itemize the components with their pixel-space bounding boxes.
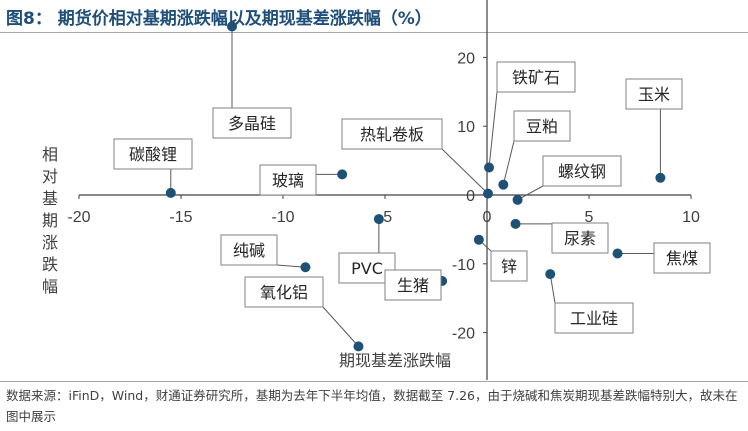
data-point — [373, 214, 384, 225]
x-tick-label: -20 — [67, 209, 90, 226]
data-label: 铁矿石 — [512, 68, 560, 87]
data-point — [473, 234, 484, 245]
data-point — [655, 172, 666, 183]
data-label-box — [625, 78, 683, 110]
data-label-box — [490, 250, 528, 282]
source-footnote: 数据来源：iFinD，Wind，财通证券研究所，基期为去年下半年均值，数据截至 … — [6, 388, 738, 424]
data-label: 碳酸锂 — [129, 145, 177, 164]
data-point — [545, 269, 556, 280]
y-tick-label: -20 — [452, 326, 475, 343]
y-tick-label: 0 — [466, 188, 475, 205]
data-label-box — [259, 164, 317, 196]
x-tick-label: -15 — [169, 209, 192, 226]
data-point — [337, 169, 348, 180]
data-label-box — [513, 110, 571, 142]
x-tick-label: -10 — [271, 209, 294, 226]
data-point — [483, 188, 494, 199]
data-label: 工业硅 — [570, 309, 618, 328]
data-point — [165, 187, 176, 198]
data-label: 氧化铝 — [260, 283, 308, 302]
data-label-box — [220, 234, 278, 266]
data-label-box — [113, 138, 193, 170]
data-label: PVC — [351, 259, 383, 278]
data-label: 玉米 — [638, 85, 670, 104]
leader-line — [441, 148, 489, 194]
data-label: 热轧卷板 — [360, 125, 424, 144]
data-point — [512, 194, 523, 205]
data-label-box — [653, 242, 711, 274]
data-label: 焦煤 — [666, 249, 698, 268]
x-axis-title: 期现基差涨跌幅 — [339, 351, 451, 370]
y-tick-label: -10 — [452, 257, 475, 274]
data-point — [353, 341, 364, 352]
data-point — [510, 218, 521, 229]
x-tick-label: 5 — [585, 209, 594, 226]
data-label-box — [244, 276, 324, 308]
axes: -20-15-10-50510-30-20-100102030期现基差涨跌幅相对… — [42, 0, 700, 380]
figure-title: 图8： 期货价相对基期涨跌幅以及期现基差涨跌幅（%） — [6, 9, 432, 29]
data-label: 纯碱 — [233, 241, 265, 260]
data-label: 多晶硅 — [228, 114, 276, 133]
x-tick-label: 10 — [682, 209, 700, 226]
data-label-box — [542, 155, 622, 187]
scatter-chart: -20-15-10-50510-30-20-100102030期现基差涨跌幅相对… — [42, 0, 711, 380]
data-label-box — [554, 302, 634, 334]
data-label-box — [341, 118, 443, 150]
y-tick-label: 10 — [457, 119, 475, 136]
footer-divider — [0, 381, 748, 382]
data-label: 锌 — [501, 257, 517, 276]
data-point — [612, 248, 623, 259]
data-label-box — [551, 222, 609, 254]
leader-line — [502, 140, 515, 185]
data-point — [300, 262, 311, 273]
leader-line — [322, 306, 359, 347]
data-point — [227, 21, 237, 32]
data-point — [484, 162, 495, 173]
x-tick-label: 0 — [483, 209, 492, 226]
data-label-box — [212, 107, 292, 139]
y-tick-label: 20 — [457, 50, 475, 67]
label-leaders — [170, 26, 661, 347]
data-point — [498, 179, 509, 190]
data-label: 玻璃 — [272, 171, 304, 190]
title-divider — [0, 32, 748, 33]
data-label: 生猪 — [397, 276, 429, 295]
leader-line — [488, 91, 498, 168]
y-axis-title: 相对基期涨跌幅 — [42, 145, 58, 296]
data-label: 螺纹钢 — [558, 162, 606, 181]
data-label: 尿素 — [564, 229, 596, 248]
data-label: 豆粕 — [526, 117, 558, 136]
data-label-box — [384, 269, 442, 301]
data-label-box — [496, 61, 576, 93]
